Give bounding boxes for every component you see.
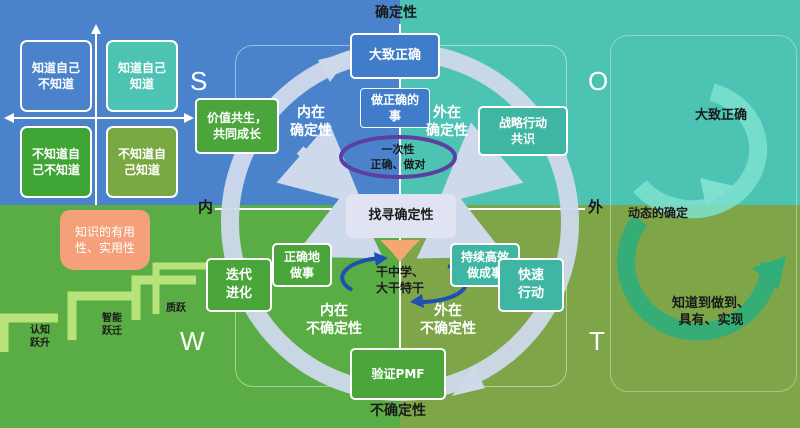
johari-arrow-left [4, 113, 14, 123]
cycle-arrow-right-head [410, 294, 424, 308]
do-things-right-box: 正确地 做事 [272, 243, 332, 287]
stair-label-cognitive: 认知 跃升 [30, 325, 50, 349]
letter-o: O [588, 66, 609, 96]
letter-t: T [589, 326, 605, 356]
inner-certainty-label: 内在 确定性 [290, 105, 332, 140]
do-right-thing-box: 做正确的 事 [360, 88, 430, 128]
axis-bottom-label: 不确定性 [370, 403, 426, 419]
johari-box-know-not-know: 知道自己 不知道 [20, 40, 92, 112]
johari-arrow-right [184, 113, 194, 123]
learn-by-doing-text: 干中学、 大干特干 [375, 264, 424, 295]
axis-top-label: 确定性 [375, 5, 417, 21]
fast-action-box: 快速 行动 [498, 258, 564, 312]
right-cycle-upper [633, 83, 768, 219]
stair-step-3 [131, 275, 196, 320]
ring-arrow-head [318, 52, 352, 82]
johari-box-not-know-not-know: 不知道自 己不知道 [20, 126, 92, 198]
right-cycle-lower-head [752, 256, 786, 290]
axis-left-label: 内 [198, 198, 214, 216]
right-roughly-correct-label: 大致正确 [695, 108, 748, 123]
stair-step-2 [67, 291, 132, 340]
outer-certainty-label: 外在 确定性 [426, 105, 468, 140]
outer-uncertainty-label: 外在 不确定性 [420, 303, 476, 338]
inner-uncertainty-label: 内在 不确定性 [306, 303, 362, 338]
right-cycle-upper-head [700, 178, 734, 206]
letter-s: S [190, 66, 208, 96]
stair-label-quality: 质跃 [166, 303, 186, 314]
stair-step-1 [0, 313, 58, 352]
right-panel [610, 35, 797, 392]
know-to-do-label: 知道到做到、 具有、实现 [672, 296, 751, 328]
knowledge-usefulness-box: 知识的有用 性、实用性 [60, 210, 150, 270]
dynamic-certainty-label: 动态的确定 [628, 206, 689, 220]
johari-box-know-know: 知道自己 知道 [106, 40, 178, 112]
letter-w: W [180, 326, 205, 356]
validate-pmf-box: 验证PMF [350, 348, 446, 400]
stair-step-4 [152, 262, 208, 314]
ring-arrow-head-bottom [452, 366, 485, 396]
iterate-evolve-box: 迭代 进化 [206, 258, 272, 312]
cycle-arrow-left [340, 256, 381, 292]
find-certainty-box: 找寻确定性 [346, 194, 456, 238]
one-time-correct-text: 一次性 正确、做对 [370, 143, 426, 171]
johari-box-not-know-know: 不知道自 己知道 [106, 126, 178, 198]
johari-arrow-up [91, 24, 101, 34]
arrow-from-value [276, 122, 364, 206]
axis-right-label: 外 [588, 198, 604, 216]
right-cycle-lower [617, 214, 779, 341]
stair-label-intelligence: 智能 跃迁 [102, 313, 122, 337]
value-cocreation-box: 价值共生， 共同成长 [195, 98, 279, 154]
strategic-action-box: 战略行动 共识 [478, 106, 568, 156]
roughly-correct-box: 大致正确 [350, 33, 440, 79]
arrow-from-strategy [436, 122, 524, 206]
one-time-correct-ellipse [339, 135, 457, 179]
center-down-arrow [380, 240, 420, 262]
cycle-arrow-left-head [374, 252, 388, 266]
